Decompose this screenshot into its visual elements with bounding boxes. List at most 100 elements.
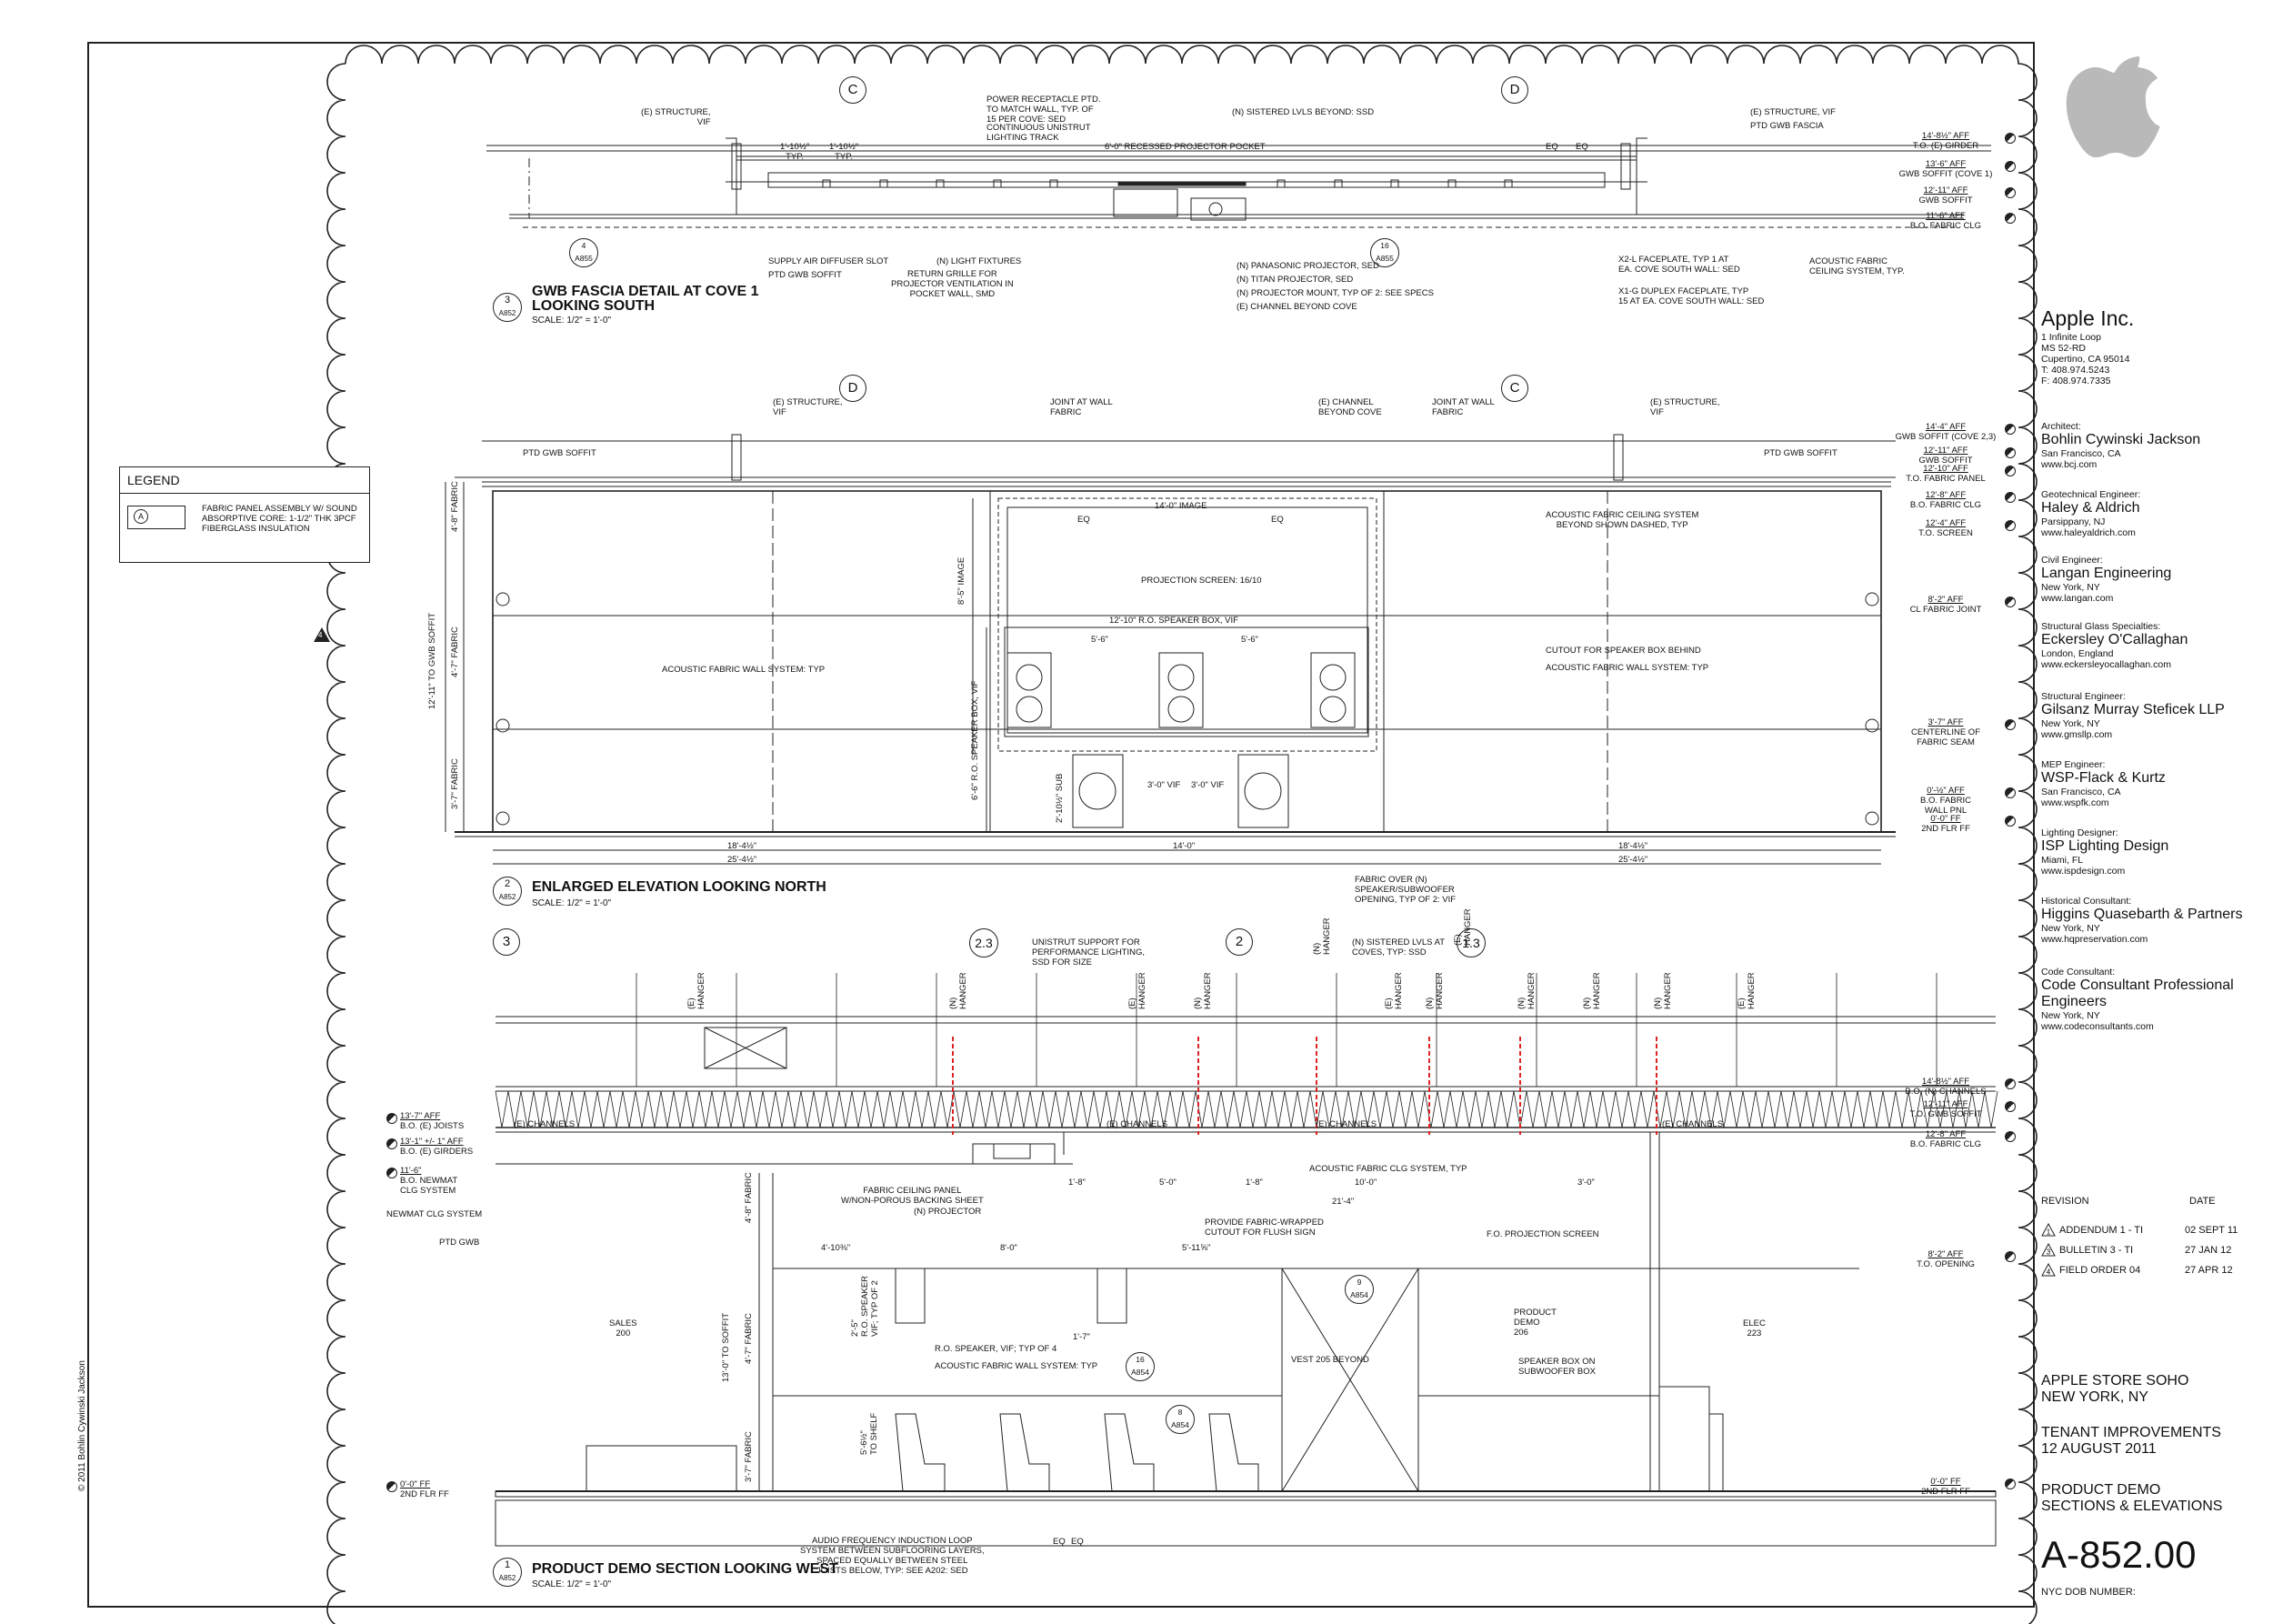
hanger-label: (N) HANGER xyxy=(948,972,968,1009)
d1-label: 4'-10⅜" xyxy=(821,1243,851,1253)
consultant-website: www.bcj.com xyxy=(2041,459,2098,470)
level-elevation: 14'-8½" AFF xyxy=(1921,131,1970,141)
address-line: F: 408.974.7335 xyxy=(2041,376,2111,386)
consultant-city: San Francisco, CA xyxy=(2041,787,2121,797)
d3-label: (N) TITAN PROJECTOR, SED xyxy=(1237,275,1354,285)
level-target-icon xyxy=(386,1113,397,1124)
level-description: T.O. GWB SOFFIT xyxy=(1909,1109,1982,1119)
level-elevation: 0'-½" AFF xyxy=(1927,786,1965,796)
consultant-firm: Gilsanz Murray Steficek LLP xyxy=(2041,702,2225,717)
detail-2-title: ENLARGED ELEVATION LOOKING NORTH xyxy=(532,879,826,895)
level-elevation: 14'-4" AFF xyxy=(1925,422,1967,432)
level-description: B.O. (E) GIRDERS xyxy=(400,1147,474,1157)
level-target-icon xyxy=(2005,1131,2016,1142)
consultant-block: Structural Engineer:Gilsanz Murray Stefi… xyxy=(2041,691,2259,740)
detail-2-drawing xyxy=(445,434,1896,865)
d2-label: PTD GWB SOFFIT xyxy=(523,448,596,458)
d2-label: PTD GWB SOFFIT xyxy=(1764,448,1837,458)
d1-label: 8'-0" xyxy=(1000,1243,1017,1253)
d3-label: PTD GWB FASCIA xyxy=(1750,121,1824,131)
d1-label: AUDIO FREQUENCY INDUCTION LOOP SYSTEM BE… xyxy=(800,1536,985,1576)
address-line: MS 52-RD xyxy=(2041,343,2087,354)
section-marker-num: 8 xyxy=(1177,1408,1183,1417)
revision-cloud xyxy=(326,45,2038,1624)
revision-delta-icon: 4 xyxy=(314,627,330,642)
level-elevation: 8'-2" AFF xyxy=(1928,595,1964,605)
consultant-city: San Francisco, CA xyxy=(2041,448,2121,459)
phase-name: TENANT IMPROVEMENTS xyxy=(2041,1425,2221,1440)
d3-label: POWER RECEPTACLE PTD. TO MATCH WALL, TYP… xyxy=(986,95,1101,125)
consultant-block: Structural Glass Specialties:Eckersley O… xyxy=(2041,621,2259,670)
d2-label: PROJECTION SCREEN: 16/10 xyxy=(1141,576,1262,586)
dob-block: NYC DOB NUMBER: xyxy=(2041,1587,2259,1598)
svg-text:3: 3 xyxy=(2047,1248,2051,1257)
d3-label: CONTINUOUS UNISTRUT LIGHTING TRACK xyxy=(986,123,1091,143)
detail-sheet: A852 xyxy=(498,1574,516,1582)
d1-label: (E) CHANNELS xyxy=(1106,1119,1168,1129)
level-description: B.O. FABRIC CLG xyxy=(1909,500,1982,510)
level-elevation: 12'-11" AFF xyxy=(1923,1099,1968,1109)
detail-2-speakers xyxy=(1006,652,1356,828)
section-marker-sheet: A854 xyxy=(1350,1290,1368,1299)
level-description: GWB SOFFIT (COVE 2,3) xyxy=(1895,432,1997,442)
section-marker-sheet: A855 xyxy=(1376,254,1394,263)
level-target-icon xyxy=(2005,187,2016,198)
consultant-firm: ISP Lighting Design xyxy=(2041,838,2169,854)
level-marker: 11'-6"B.O. NEWMAT CLG SYSTEM xyxy=(400,1166,491,1196)
section-marker-sheet: A854 xyxy=(1131,1368,1149,1377)
revision-date: 27 JAN 12 xyxy=(2185,1245,2232,1256)
level-description: T.O. OPENING xyxy=(1917,1259,1975,1269)
level-target-icon xyxy=(2005,492,2016,503)
client-block: Apple Inc. 1 Infinite Loop MS 52-RD Cupe… xyxy=(2041,307,2259,387)
level-target-icon xyxy=(2005,816,2016,827)
sheet-number: A-852.00 xyxy=(2041,1533,2197,1576)
d1-label: (E) CHANNELS xyxy=(1316,1119,1377,1129)
level-target-icon xyxy=(2005,424,2016,435)
project-block: APPLE STORE SOHO NEW YORK, NY xyxy=(2041,1373,2259,1406)
d2-label: 18'-4½" xyxy=(727,841,757,851)
consultant-website: www.codeconsultants.com xyxy=(2041,1021,2154,1032)
d3-label: X1-G DUPLEX FACEPLATE, TYP 15 AT EA. COV… xyxy=(1618,286,1765,306)
revision-header: REVISION DATE xyxy=(2041,1196,2259,1207)
d2-label: FABRIC OVER (N) SPEAKER/SUBWOOFER OPENIN… xyxy=(1355,875,1457,905)
d1-label: UNISTRUT SUPPORT FOR PERFORMANCE LIGHTIN… xyxy=(1032,937,1146,967)
level-elevation: 11'-6" AFF xyxy=(1926,211,1966,221)
legend-symbol: A xyxy=(127,506,185,529)
sheet-number-block: A-852.00 xyxy=(2041,1535,2259,1575)
section-marker-num: 9 xyxy=(1357,1278,1362,1287)
level-description: B.O. FABRIC WALL PNL xyxy=(1920,796,1971,816)
level-description: GWB SOFFIT xyxy=(1918,456,1973,466)
hanger-label: (N) HANGER xyxy=(1653,972,1673,1009)
d3-label: (N) PROJECTOR MOUNT, TYP OF 2: SEE SPECS xyxy=(1237,288,1434,298)
d2-label: ACOUSTIC FABRIC CEILING SYSTEM BEYOND SH… xyxy=(1546,510,1699,530)
project-location: NEW YORK, NY xyxy=(2041,1389,2148,1405)
level-elevation: 0'-0" FF xyxy=(1930,1477,1961,1487)
level-description: T.O. FABRIC PANEL xyxy=(1906,474,1986,484)
revision-header-label: REVISION xyxy=(2041,1196,2089,1207)
detail-num: 3 xyxy=(504,295,511,306)
d2-label: (E) CHANNEL BEYOND COVE xyxy=(1318,397,1382,417)
level-target-icon xyxy=(2005,161,2016,172)
level-description: GWB SOFFIT (COVE 1) xyxy=(1898,169,1993,179)
section-marker-num: 4 xyxy=(581,241,586,250)
level-elevation: 14'-8½" AFF xyxy=(1921,1077,1970,1087)
d1-label: 3'-0" xyxy=(1577,1178,1595,1188)
detail-num: 2 xyxy=(504,878,511,889)
level-target-icon xyxy=(2005,447,2016,458)
level-elevation: 13'-1" +/- 1" AFF xyxy=(400,1137,464,1147)
consultant-city: Parsippany, NJ xyxy=(2041,516,2106,527)
revision-description: ADDENDUM 1 - TI xyxy=(2059,1225,2144,1236)
